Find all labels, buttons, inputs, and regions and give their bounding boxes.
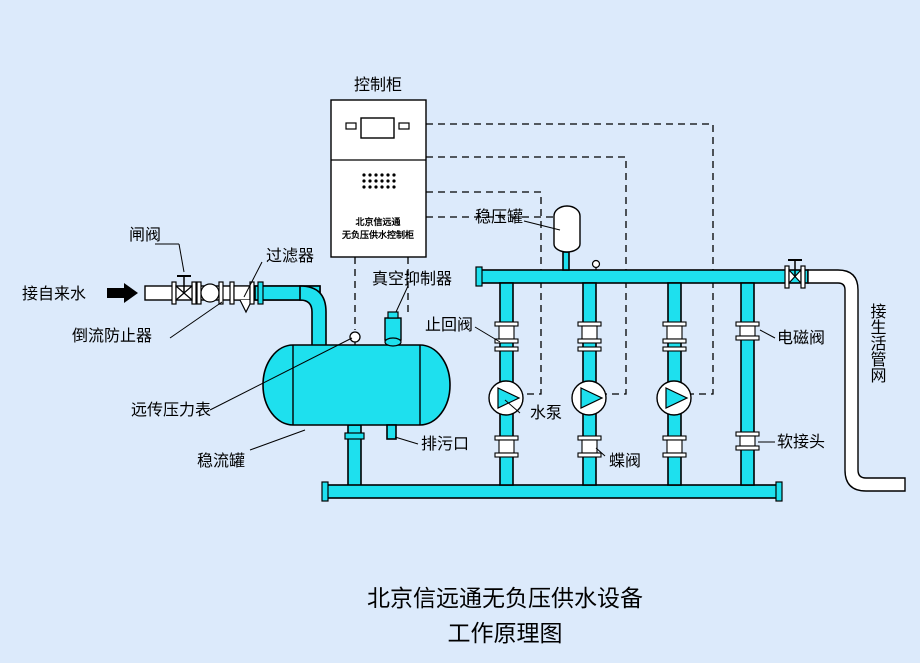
check-valve-icon	[498, 325, 515, 340]
inlet-arrow-icon	[107, 283, 138, 303]
bypass-valves	[735, 321, 760, 451]
filter-label: 过滤器	[266, 246, 314, 265]
stabilizer-tank	[262, 311, 451, 440]
check-valve-label: 止回阀	[425, 315, 473, 334]
pressure-gauge-icon	[591, 259, 601, 269]
inlet-valves	[171, 275, 264, 314]
pump-label: 水泵	[530, 403, 562, 422]
diagram-subtitle: 工作原理图	[448, 621, 563, 647]
cabinet-text-2: 无负压供水控制柜	[341, 229, 414, 241]
pump-branch-3	[656, 321, 692, 458]
control-cabinet: 北京信远通 无负压供水控制柜	[330, 99, 427, 258]
stabilizer-tank-label: 稳流罐	[197, 451, 245, 470]
backflow-preventer	[196, 281, 224, 305]
butterfly-valve-label: 蝶阀	[609, 451, 641, 470]
flex-joint-icon	[739, 435, 756, 447]
cabinet-buttons	[362, 173, 396, 189]
strainer-filter	[229, 281, 264, 314]
pump-branch-1	[488, 321, 524, 458]
drain-outlet	[386, 424, 397, 440]
vacuum-suppressor-label: 真空抑制器	[372, 269, 452, 288]
cabinet-display-screen	[360, 117, 395, 139]
backflow-preventer-label: 倒流防止器	[72, 326, 152, 345]
pressure-tank	[553, 205, 601, 270]
pump-branch-2	[571, 321, 607, 458]
control-cabinet-label: 控制柜	[354, 75, 402, 94]
outlet-label: 接生活管网	[868, 303, 887, 384]
solenoid-valve-label: 电磁阀	[777, 328, 825, 347]
leader-lines	[155, 220, 776, 457]
cabinet-indicator-left	[345, 122, 357, 130]
cabinet-text-1: 北京信远通	[355, 216, 400, 228]
diagram-title: 北京信远通无负压供水设备	[367, 586, 643, 612]
vacuum-suppressor	[384, 317, 402, 341]
butterfly-valve-icon	[498, 439, 515, 454]
outlet-gate-valve	[784, 259, 806, 289]
cabinet-indicator-right	[398, 122, 410, 130]
pressure-tank-label: 稳压罐	[475, 207, 523, 226]
remote-gauge-label: 远传压力表	[131, 400, 211, 419]
drain-label: 排污口	[421, 434, 469, 453]
inlet-label: 接自来水	[22, 284, 86, 303]
remote-pressure-gauge	[349, 331, 361, 343]
solenoid-valve-icon	[739, 325, 756, 337]
flex-joint-label: 软接头	[777, 432, 825, 451]
gate-valve-label: 闸阀	[129, 225, 161, 244]
